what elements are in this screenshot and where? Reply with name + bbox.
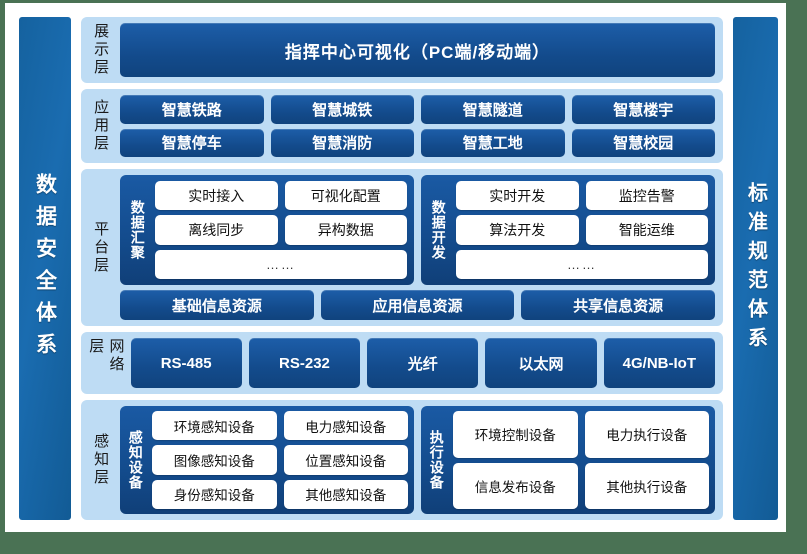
- app-item-campus[interactable]: 智慧校园: [571, 128, 715, 157]
- tile-algorithm-dev[interactable]: 算法开发: [456, 215, 579, 245]
- net-item-ethernet[interactable]: 以太网: [485, 338, 597, 388]
- tile-power-sensor[interactable]: 电力感知设备: [283, 411, 408, 441]
- layer-network-body: RS-485 RS-232 光纤 以太网 4G/NB-IoT: [130, 338, 715, 388]
- layer-application-name: 应用层: [92, 99, 110, 153]
- tile-info-publish[interactable]: 信息发布设备: [453, 462, 578, 509]
- net-item-rs485[interactable]: RS-485: [130, 338, 242, 388]
- layer-application-body: 智慧铁路 智慧城铁 智慧隧道 智慧楼宇 智慧停车 智慧消防 智慧工地 智慧校园: [120, 95, 715, 157]
- layer-network: 网络层 RS-485 RS-232 光纤 以太网 4G/NB-IoT: [81, 332, 723, 394]
- tile-realtime-access[interactable]: 实时接入: [155, 181, 278, 211]
- group-data-development: 数据开发 实时开发 监控告警 算法开发 智能运维 ……: [421, 175, 715, 285]
- layer-network-name: 网络层: [87, 338, 125, 374]
- layer-sensing: 感知层 感知设备 环境感知设备 电力感知设备 图像感知设备 位置感知设备: [81, 400, 723, 520]
- group-actuator-devices-items: 环境控制设备 电力执行设备 信息发布设备 其他执行设备: [453, 411, 709, 509]
- layer-sensing-name: 感知层: [92, 433, 110, 487]
- tile-offline-sync[interactable]: 离线同步: [155, 215, 278, 245]
- tile-monitor-alarm[interactable]: 监控告警: [585, 181, 708, 211]
- platform-resource-row: 基础信息资源 应用信息资源 共享信息资源: [120, 290, 715, 320]
- app-item-parking[interactable]: 智慧停车: [120, 128, 264, 157]
- architecture-diagram: 数据安全体系 展示层 指挥中心可视化（PC端/移动端） 应用层 智慧铁路 智慧城…: [5, 3, 786, 532]
- group-sensing-devices: 感知设备 环境感知设备 电力感知设备 图像感知设备 位置感知设备 身份感知设备 …: [120, 406, 414, 514]
- layer-platform-body: 数据汇聚 实时接入 可视化配置 离线同步 异构数据 …… 数: [120, 175, 715, 320]
- app-item-building[interactable]: 智慧楼宇: [571, 95, 715, 124]
- app-item-fire[interactable]: 智慧消防: [270, 128, 414, 157]
- layer-platform: 平台层 数据汇聚 实时接入 可视化配置 离线同步 异构数据: [81, 169, 723, 326]
- sensing-groups: 感知设备 环境感知设备 电力感知设备 图像感知设备 位置感知设备 身份感知设备 …: [120, 406, 715, 514]
- resource-basic[interactable]: 基础信息资源: [120, 290, 314, 320]
- tile-other-actuator[interactable]: 其他执行设备: [584, 462, 709, 509]
- group-data-aggregation: 数据汇聚 实时接入 可视化配置 离线同步 异构数据 ……: [120, 175, 414, 285]
- layer-presentation-name: 展示层: [92, 23, 110, 77]
- platform-groups: 数据汇聚 实时接入 可视化配置 离线同步 异构数据 …… 数: [120, 175, 715, 285]
- tile-aggregation-more[interactable]: ……: [155, 249, 407, 279]
- layer-presentation: 展示层 指挥中心可视化（PC端/移动端）: [81, 17, 723, 83]
- resource-shared[interactable]: 共享信息资源: [521, 290, 715, 320]
- group-data-aggregation-title: 数据汇聚: [129, 200, 146, 260]
- layer-sensing-body: 感知设备 环境感知设备 电力感知设备 图像感知设备 位置感知设备 身份感知设备 …: [120, 406, 715, 514]
- pillar-left-label: 数据安全体系: [33, 172, 57, 365]
- resource-application[interactable]: 应用信息资源: [320, 290, 515, 320]
- app-item-railway[interactable]: 智慧铁路: [120, 95, 264, 124]
- tile-other-sensor[interactable]: 其他感知设备: [283, 479, 408, 509]
- group-sensing-devices-items: 环境感知设备 电力感知设备 图像感知设备 位置感知设备 身份感知设备 其他感知设…: [152, 411, 408, 509]
- app-item-tunnel[interactable]: 智慧隧道: [421, 95, 565, 124]
- tile-heterogeneous-data[interactable]: 异构数据: [284, 215, 407, 245]
- group-data-aggregation-items: 实时接入 可视化配置 离线同步 异构数据 ……: [155, 181, 407, 279]
- tile-env-control[interactable]: 环境控制设备: [453, 411, 578, 458]
- tile-realtime-dev[interactable]: 实时开发: [456, 181, 579, 211]
- tile-smart-ops[interactable]: 智能运维: [585, 215, 708, 245]
- net-item-fiber[interactable]: 光纤: [367, 338, 479, 388]
- application-grid: 智慧铁路 智慧城铁 智慧隧道 智慧楼宇 智慧停车 智慧消防 智慧工地 智慧校园: [120, 95, 715, 157]
- tile-image-sensor[interactable]: 图像感知设备: [152, 445, 277, 475]
- pillar-data-security: 数据安全体系: [19, 17, 71, 520]
- tile-env-sensor[interactable]: 环境感知设备: [152, 411, 277, 441]
- app-item-metro[interactable]: 智慧城铁: [270, 95, 414, 124]
- group-data-development-title: 数据开发: [430, 200, 447, 260]
- group-actuator-devices-title: 执行设备: [428, 430, 445, 490]
- tile-location-sensor[interactable]: 位置感知设备: [283, 445, 408, 475]
- tile-visual-config[interactable]: 可视化配置: [284, 181, 407, 211]
- group-sensing-devices-title: 感知设备: [127, 430, 144, 490]
- group-data-development-items: 实时开发 监控告警 算法开发 智能运维 ……: [456, 181, 708, 279]
- layer-platform-name: 平台层: [92, 220, 110, 275]
- network-item-row: RS-485 RS-232 光纤 以太网 4G/NB-IoT: [130, 338, 715, 388]
- net-item-rs232[interactable]: RS-232: [248, 338, 361, 388]
- tile-identity-sensor[interactable]: 身份感知设备: [152, 479, 277, 509]
- pillar-standard-specification: 标准规范体系: [733, 17, 778, 520]
- tile-power-actuator[interactable]: 电力执行设备: [584, 411, 709, 458]
- tile-development-more[interactable]: ……: [456, 249, 708, 279]
- presentation-banner[interactable]: 指挥中心可视化（PC端/移动端）: [120, 23, 715, 77]
- layer-application: 应用层 智慧铁路 智慧城铁 智慧隧道 智慧楼宇 智慧停车 智慧消防 智慧工地 智…: [81, 89, 723, 163]
- group-actuator-devices: 执行设备 环境控制设备 电力执行设备 信息发布设备 其他执行设备: [421, 406, 715, 514]
- layer-stack: 展示层 指挥中心可视化（PC端/移动端） 应用层 智慧铁路 智慧城铁 智慧隧道 …: [81, 17, 723, 520]
- pillar-right-label: 标准规范体系: [744, 181, 767, 356]
- layer-presentation-body: 指挥中心可视化（PC端/移动端）: [120, 23, 715, 77]
- app-item-site[interactable]: 智慧工地: [421, 128, 565, 157]
- net-item-4g-nbiot[interactable]: 4G/NB-IoT: [603, 338, 715, 388]
